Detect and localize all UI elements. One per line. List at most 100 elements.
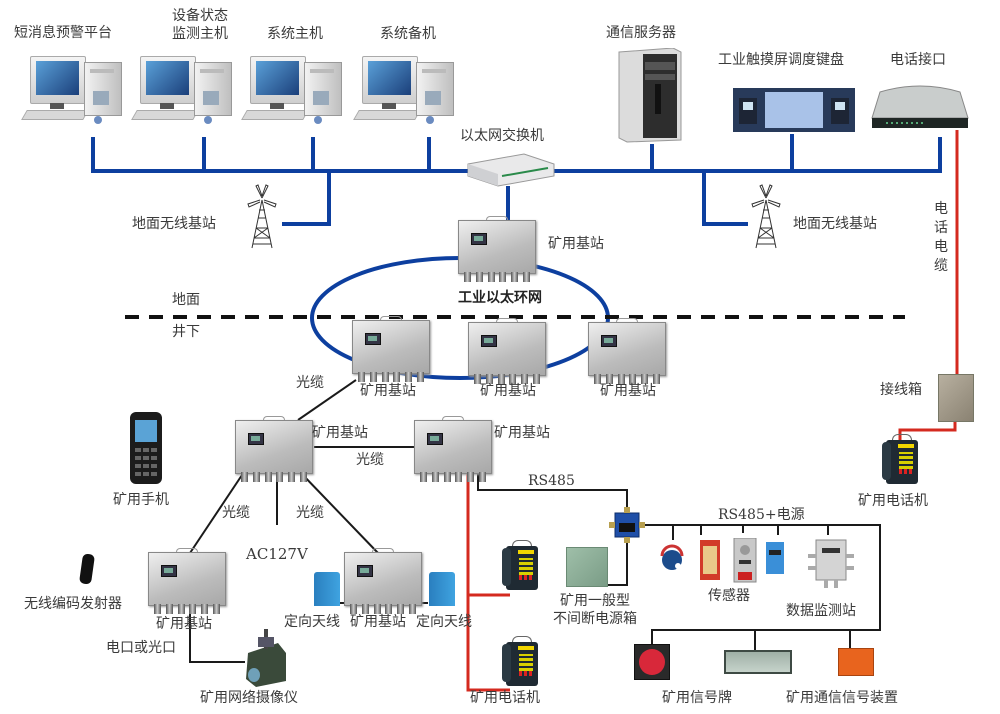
antenna-left-label: 定向天线 [284,614,340,630]
ring-top-station-label: 矿用基站 [548,236,604,252]
fiber-label: 光缆 [356,452,384,468]
signal-light [639,649,665,675]
ring-station-label: 矿用基站 [480,383,536,399]
bus-drop-wireless-left [282,171,331,226]
mine-phone-right-label: 矿用电话机 [858,493,928,509]
ups-box-icon [566,547,608,587]
sensor-icon [733,538,757,583]
ups-label-line2: 不间断电源箱 [553,611,637,627]
mine-base-station-icon [458,216,538,284]
phone-cable [466,130,959,692]
mine-base-station-icon [588,318,668,386]
fiber-hub-to-left [189,471,245,554]
phone-interface-device-icon [871,85,969,128]
server-tower-icon [618,48,682,143]
zone-label-surface: 地面 [172,292,200,308]
bus-drop-wireless-right [702,171,748,226]
hub-station-label: 矿用基站 [312,425,368,441]
computer-icon [353,56,456,128]
mine-base-station-icon [414,416,494,484]
phone-cable-char: 电 [934,201,948,217]
junction-box-icon [938,374,974,422]
mine-base-station-icon [148,548,228,616]
mine-base-station-icon [352,316,432,384]
mine-handset-icon [130,412,162,484]
right-station-label: 矿用基站 [494,425,550,441]
rs485-label: RS485 [528,473,575,489]
phone-cable-char: 话 [934,220,948,236]
radio-tower-icon [247,184,277,249]
computer-icon [21,56,124,128]
mine-base-station-icon [344,548,424,616]
comm-signal-device-icon [838,648,874,676]
mine-base-station-icon [468,318,548,386]
computer-icon [131,56,234,128]
junction-box-label: 接线箱 [880,382,922,398]
network-camera-icon [246,629,286,687]
camera-label: 矿用网络摄像仪 [200,690,298,706]
rs485-power-bus [645,524,881,650]
sensor-group-icon [660,538,784,583]
zone-label-underground: 井下 [172,324,200,340]
rs485-line [477,472,628,510]
ring-station-label: 矿用基站 [360,383,416,399]
ups-label-line1: 矿用一般型 [560,593,630,609]
pc-label-backup-host: 系统备机 [380,26,436,42]
wireless-transmitter-label: 无线编码发射器 [24,596,122,612]
junction-to-phone [898,420,957,440]
directional-antenna-icon [429,572,455,606]
mine-phone-bottom-label: 矿用电话机 [470,690,540,706]
switch-label: 以太网交换机 [460,128,544,144]
fiber-label: 光缆 [296,375,324,391]
pc-label-sms-platform: 短消息预警平台 [14,25,112,41]
sensor-drops [672,525,829,540]
fiber-hub-to-center [299,471,379,554]
wireless-bs-right-label: 地面无线基站 [793,216,877,232]
data-monitor-station-icon [808,539,854,588]
phone-interface-label: 电话接口 [890,52,946,68]
pc-label-monitor-line1: 设备状态 [172,8,228,24]
signal-drops [754,630,851,650]
pc-label-main-host: 系统主机 [267,26,323,42]
touchscreen-console-icon [733,88,855,132]
power-label: AC127V [246,545,308,563]
mine-handset-label: 矿用手机 [113,492,169,508]
data-monitor-station-label: 数据监测站 [786,603,856,619]
sensors-label: 传感器 [708,588,750,604]
junction-splitter-icon [609,507,645,543]
wireless-transmitter-icon [79,553,95,585]
fiber-label: 光缆 [222,505,250,521]
signal-board-label: 矿用信号牌 [662,690,732,706]
server-label: 通信服务器 [606,25,676,41]
left-station-label: 矿用基站 [156,616,212,632]
fiber-ring-to-hub [297,379,357,421]
phone-cable-label: 电 话 电 缆 [934,200,948,276]
ring-station-label: 矿用基站 [600,383,656,399]
camera-line [189,612,245,663]
computer-icon [241,56,344,128]
mine-telephone-icon [500,636,542,690]
sensor-icon [700,540,720,580]
signal-board-icon [634,644,670,680]
console-label: 工业触摸屏调度键盘 [718,52,844,68]
rs485-power-label: RS485+电源 [718,507,805,523]
center-station-label: 矿用基站 [350,614,406,630]
signal-device-label: 矿用通信信号装置 [786,690,898,706]
sensor-icon [766,542,784,574]
directional-antenna-icon [314,572,340,606]
ring-label: 工业以太环网 [458,290,542,306]
port-label: 电口或光口 [106,640,176,656]
signal-display-icon [724,650,792,674]
radio-tower-icon [751,184,781,249]
ethernet-switch-icon [467,153,555,187]
sensor-icon [660,544,684,570]
station-to-phones [466,472,510,692]
phone-cable-char: 电 [934,239,948,255]
mine-telephone-icon [500,540,542,594]
pc-label-monitor-line2: 监测主机 [172,26,228,42]
phone-cable-char: 缆 [934,258,948,274]
mine-base-station-icon [235,416,315,484]
fiber-label: 光缆 [296,505,324,521]
